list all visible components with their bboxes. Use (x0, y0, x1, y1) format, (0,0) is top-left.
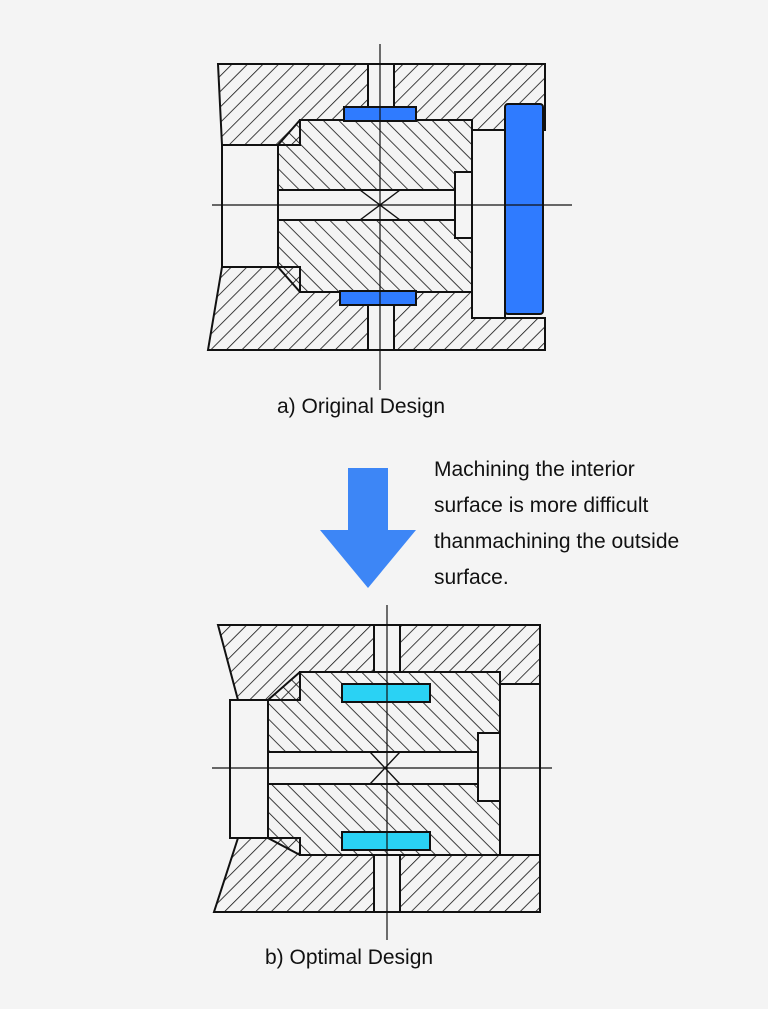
original-design-drawing (206, 44, 572, 390)
down-arrow-icon (320, 468, 416, 588)
caption-optimal-design: b) Optimal Design (265, 946, 434, 969)
seal-rings-optimal (341, 683, 431, 851)
optimal-design-drawing (212, 605, 552, 940)
note-line: surface. (434, 566, 509, 589)
note-line: Machining the interior (434, 458, 635, 481)
note-line: thanmachining the outside (434, 530, 680, 553)
caption-original-design: a) Original Design (277, 395, 446, 418)
design-note: Machining the interior surface is more d… (434, 452, 754, 596)
note-line: surface is more difficult (434, 494, 649, 517)
